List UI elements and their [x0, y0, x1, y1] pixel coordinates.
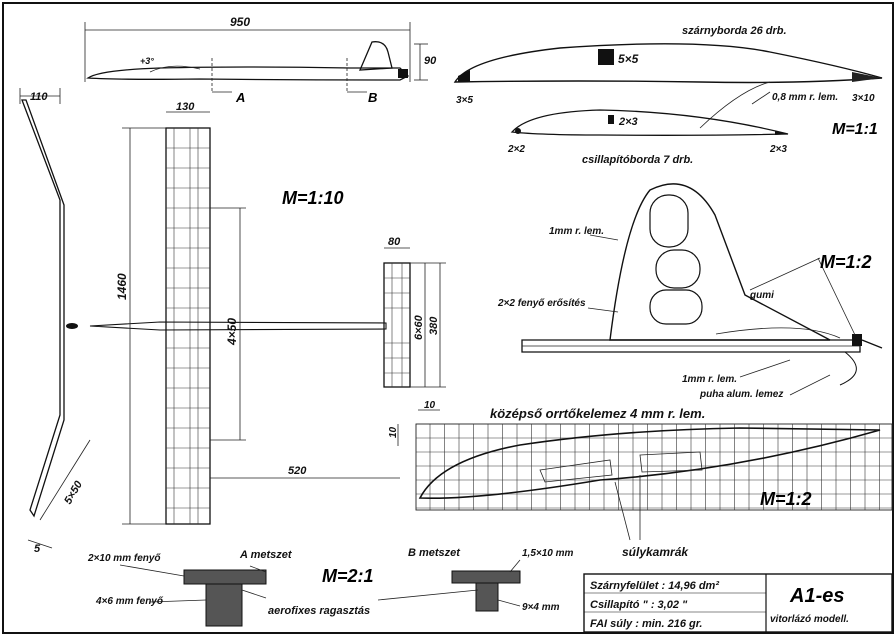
- cross-sections: A metszet 2×10 mm fenyő 4×6 mm fenyő aer…: [87, 547, 574, 627]
- glue-label: aerofixes ragasztás: [268, 605, 370, 617]
- side-height-label: 90: [424, 55, 437, 67]
- rib-scale-label: M=1:1: [832, 121, 878, 138]
- section-b-bottom-label: 9×4 mm: [522, 602, 560, 613]
- dihedral-tip-label: 110: [30, 91, 48, 103]
- fuselage-title: középső orrtőkelemez 4 mm r. lem.: [490, 406, 705, 421]
- stab-rib-spar-label: 2×3: [618, 116, 638, 128]
- fin-scale-label: M=1:2: [820, 252, 872, 272]
- fuselage-scale-label: M=1:2: [760, 489, 812, 509]
- stab-inner-label: 6×60: [413, 314, 425, 340]
- grid-x-label: 10: [424, 400, 436, 411]
- root-chord-label: 130: [176, 101, 195, 113]
- section-a-marker: A: [235, 90, 245, 105]
- fin-plywood2-label: 1mm r. lem.: [682, 374, 737, 385]
- grid-y-label: 10: [388, 426, 399, 438]
- section-a-bottom-label: 4×6 mm fenyő: [95, 596, 164, 607]
- side-length-label: 950: [230, 15, 250, 29]
- fin-alu-label: puha alum. lemez: [699, 389, 783, 400]
- stab-rib-leading-label: 2×2: [507, 144, 525, 155]
- wing-rib-profile: szárnyborda 26 drb. 5×5 3×5 3×10 0,8 mm …: [453, 25, 883, 138]
- stab-rib-trailing-label: 2×3: [769, 144, 787, 155]
- weight-box-label: súlykamrák: [622, 545, 689, 559]
- sections-scale-label: M=2:1: [322, 566, 374, 586]
- inner-panel-label: 4×50: [225, 318, 239, 346]
- span-label: 1460: [115, 273, 129, 300]
- wing-area-label: Szárnyfelület : 14,96 dm²: [590, 580, 719, 592]
- rib-trailing-label: 3×10: [852, 93, 875, 104]
- fin-reinforcement-label: 2×2 fenyő erősítés: [497, 298, 586, 309]
- side-view: 950 90 +3° A B: [84, 15, 437, 105]
- stab-chord-label: 80: [388, 236, 401, 248]
- stab-rib-profile: 2×3 2×2 2×3 csillapítóborda 7 drb.: [507, 109, 789, 166]
- fuselage-core-grid: középső orrtőkelemez 4 mm r. lem. 10 10 …: [388, 400, 893, 559]
- rib-sheet-label: 0,8 mm r. lem.: [772, 92, 838, 103]
- stab-rib-title: csillapítóborda 7 drb.: [582, 154, 693, 166]
- rib-spar-label: 5×5: [618, 52, 639, 66]
- stab-span-label: 380: [428, 316, 440, 335]
- plan-scale-label: M=1:10: [282, 188, 344, 208]
- side-angle-label: +3°: [140, 56, 154, 66]
- dihedral-step-label: 5: [34, 543, 41, 555]
- title-block: Szárnyfelület : 14,96 dm² Csillapító " :…: [583, 573, 893, 633]
- model-name: A1-es: [789, 585, 844, 607]
- fin-plywood-label: 1mm r. lem.: [549, 226, 604, 237]
- rib-leading-label: 3×5: [456, 95, 473, 106]
- stab-area-label: Csillapító " : 3,02 ": [590, 599, 688, 611]
- weight-label: FAI súly : min. 216 gr.: [590, 618, 702, 630]
- moment-arm-label: 520: [288, 465, 307, 477]
- section-a-top-label: 2×10 mm fenyő: [87, 553, 161, 564]
- rib-title: szárnyborda 26 drb.: [682, 25, 787, 37]
- fin-rubber-label: gumi: [749, 290, 774, 301]
- section-b-top-label: 1,5×10 mm: [522, 548, 574, 559]
- model-subtitle: vitorlázó modell.: [770, 614, 849, 625]
- section-b-title: B metszet: [408, 547, 461, 559]
- section-a-title: A metszet: [239, 549, 293, 561]
- fin-detail: 1mm r. lem. 2×2 fenyő erősítés gumi 1mm …: [497, 183, 883, 400]
- section-b-marker: B: [368, 90, 377, 105]
- plan-view: 130 1460 4×50 520 80 6×60 380 M=1:10: [89, 101, 446, 525]
